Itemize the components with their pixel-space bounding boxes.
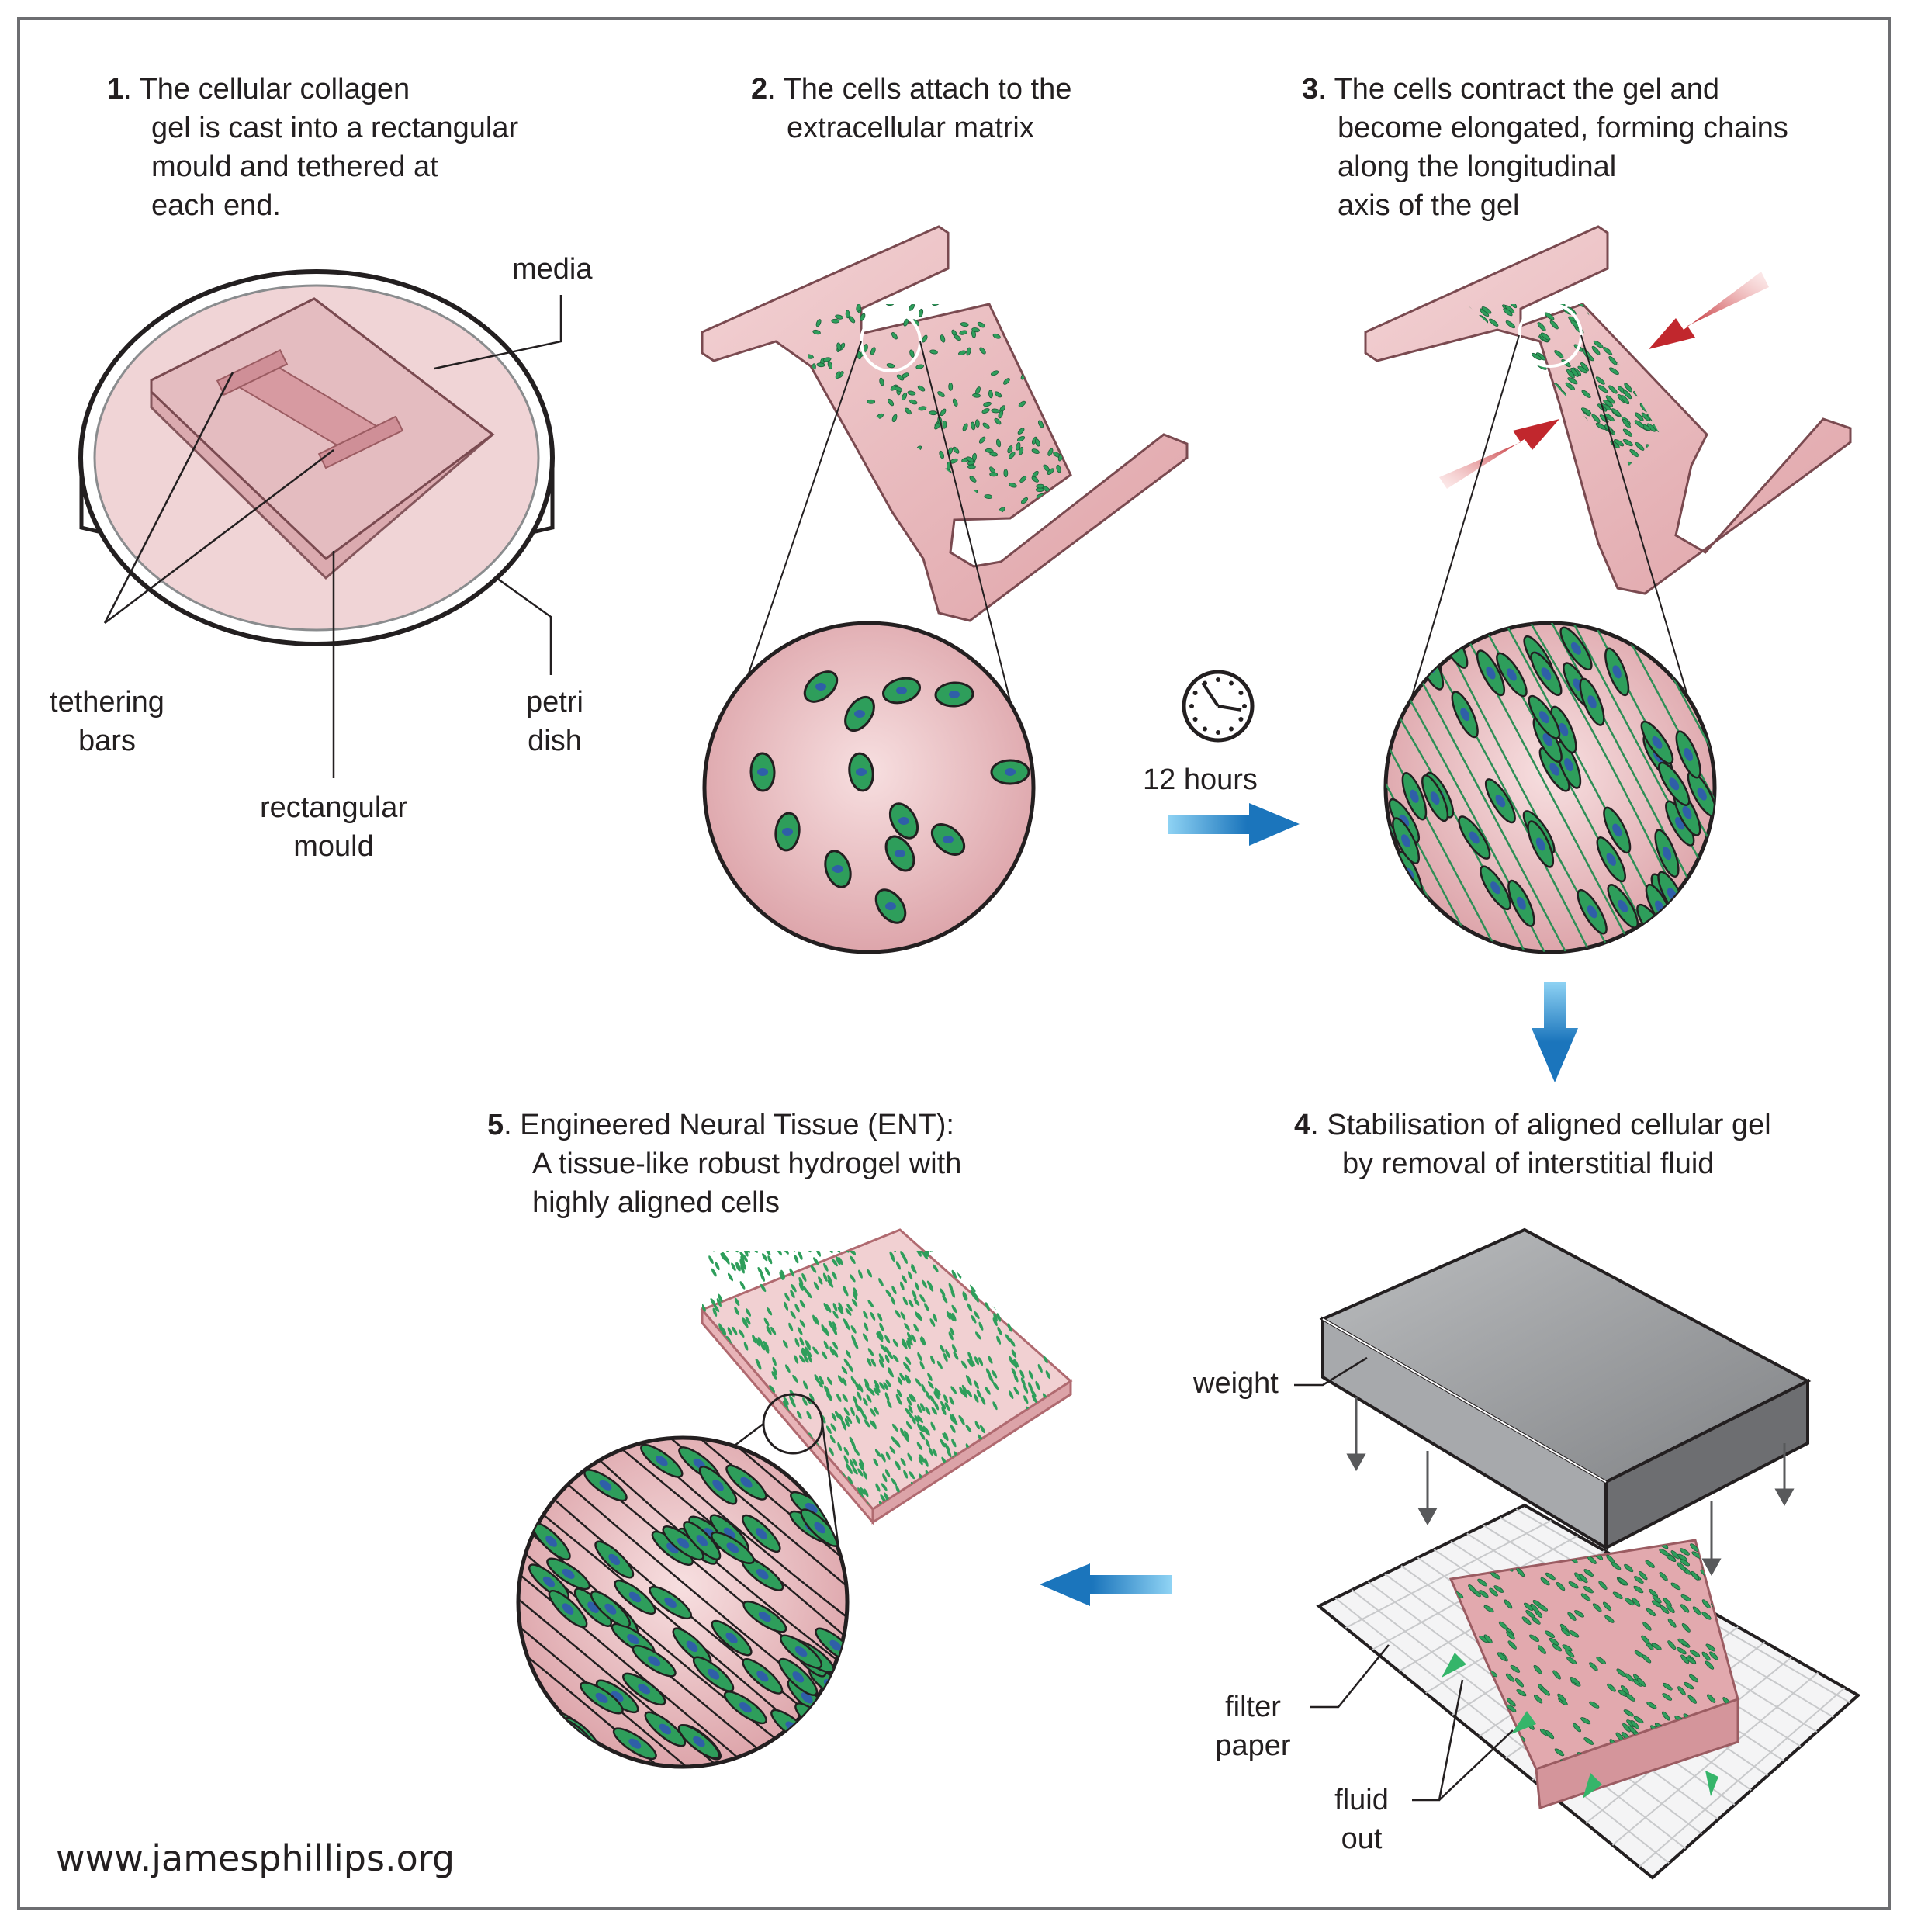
weight-block [1319, 1227, 1812, 1551]
step3-gel [1364, 225, 1852, 595]
pressure-arrows [1346, 1397, 1795, 1577]
blue-arrow-down [1532, 982, 1578, 1082]
step-5-line-1: 5. Engineered Neural Tissue (ENT): [487, 1109, 954, 1141]
website-link[interactable]: www.jamesphillips.org [56, 1837, 455, 1879]
label-media: media [512, 253, 593, 286]
blue-arrow-right [1168, 803, 1300, 846]
clock-icon [1182, 670, 1255, 743]
step-4-line-1: 4. Stabilisation of aligned cellular gel [1294, 1109, 1771, 1141]
step4-gel [1448, 1539, 1739, 1810]
rectangular-mould [150, 297, 495, 580]
step-4-caption: 4. Stabilisation of aligned cellular gel… [1294, 1109, 1771, 1180]
ent-slab [700, 1228, 1073, 1526]
label-filter-paper: filter paper [1215, 1691, 1291, 1762]
step1-leader-lines [103, 295, 562, 778]
outer-frame [17, 17, 1891, 1910]
step-2-caption: 2. The cells attach to the extracellular… [751, 73, 1072, 144]
label-rectangular-mould: rectangular mould [259, 791, 408, 863]
step4-leader-lines [1294, 1356, 1514, 1802]
step-3-caption: 3. The cells contract the gel and become… [1302, 73, 1788, 222]
step-5-caption: 5. Engineered Neural Tissue (ENT): A tis… [487, 1109, 962, 1219]
label-tethering-bars: tethering bars [50, 686, 164, 757]
label-weight: weight [1193, 1367, 1279, 1400]
label-petri-dish: petri dish [526, 686, 583, 757]
zoom-magnifier-2 [702, 310, 1036, 954]
zoom-magnifier-5 [516, 1393, 850, 1769]
zoom-magnifier-3 [1383, 303, 1717, 954]
red-arrow [1439, 272, 1769, 489]
tethering-bars [216, 348, 404, 469]
step-1-line-1: 1. The cellular collagen [107, 73, 410, 106]
fluid-out-arrows [1442, 1653, 1718, 1799]
step-3-line-1: 3. The cells contract the gel and [1302, 73, 1719, 106]
step-2-line-1: 2. The cells attach to the [751, 73, 1072, 106]
label-12-hours: 12 hours [1143, 763, 1258, 796]
label-fluid-out: fluid out [1334, 1784, 1389, 1855]
blue-arrow-left [1040, 1563, 1172, 1606]
step2-gel [701, 225, 1189, 622]
step-1-caption: 1. The cellular collagen gel is cast int… [107, 73, 519, 222]
